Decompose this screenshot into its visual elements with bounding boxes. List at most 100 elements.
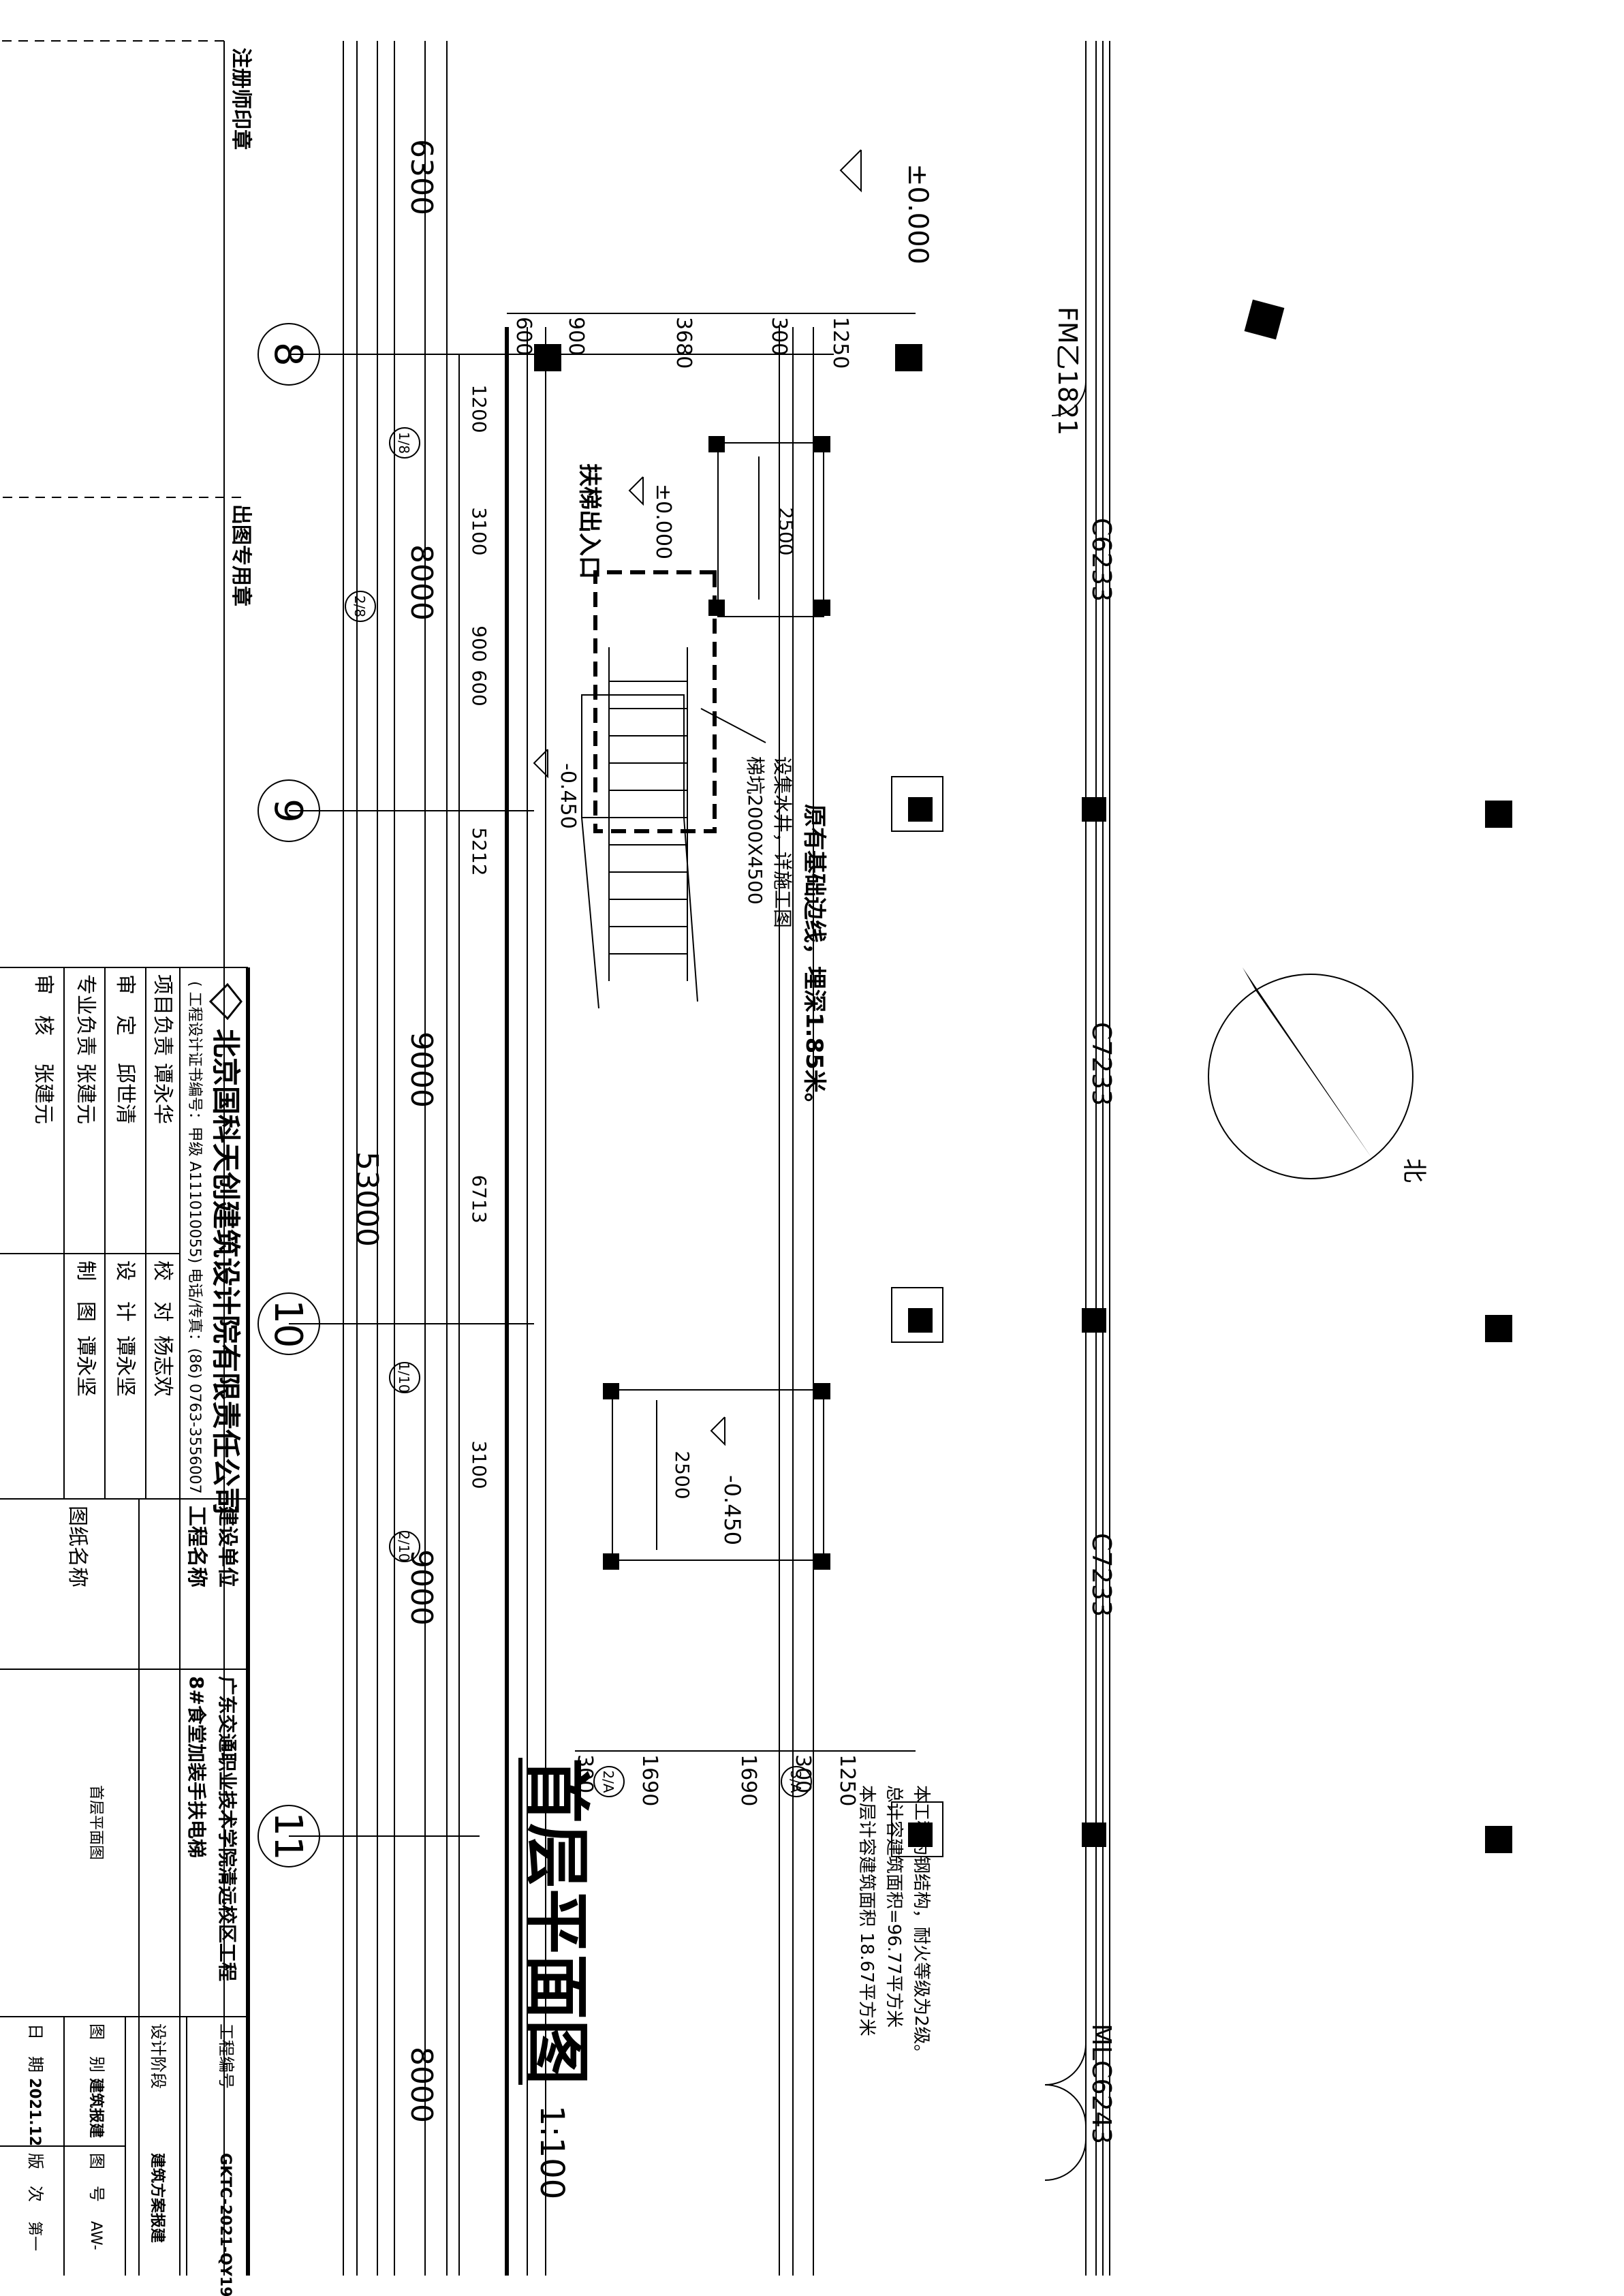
approve-label: 审 定 [113, 974, 137, 1036]
approve: 邱世清 [113, 1063, 137, 1124]
axis-10: 10 [257, 1292, 534, 1355]
review: 张建元 [31, 1063, 55, 1124]
axis-9: 9 [257, 779, 534, 842]
date: 2021.12 [26, 2078, 43, 2146]
level-marker-1: ±0.000 [839, 149, 933, 264]
review-label: 审 核 [31, 974, 55, 1036]
pit-outline [593, 570, 717, 833]
stage: 建筑方案报建 [149, 2153, 166, 2243]
date-label: 日 期 [26, 2023, 45, 2073]
level-2: ±0.000 [651, 484, 675, 559]
window-c7233-b-label: C7233 [1087, 1533, 1116, 1617]
axis-label-10: 10 [266, 1299, 310, 1348]
version: 第一 [26, 2221, 43, 2251]
sheet-name: 首层平面图 [87, 1785, 104, 1860]
discipline-label: 专业负责 [74, 974, 97, 1056]
axis-label-11: 11 [266, 1812, 310, 1860]
dim-bot-1690-b: 1690 [736, 1754, 760, 1806]
project-lead-label: 项目负责 [151, 974, 174, 1056]
foundation-label: 原有基础边线，埋深1.85米。 [800, 804, 828, 1116]
axis-11: 11 [257, 1805, 480, 1867]
dim-top-900: 900 [564, 317, 588, 356]
escalator-steps [608, 647, 688, 981]
dim-bot-300: 300 [573, 1754, 597, 1793]
registered-stamp-label: 注册师印章 [229, 48, 253, 150]
version-label: 版 次 [26, 2153, 45, 2202]
axis-label-8: 8 [266, 342, 310, 367]
dim-top-1250: 1250 [828, 317, 852, 369]
note-3: 本工程为钢结构，耐火等级为2级。 [911, 1785, 931, 2062]
sheet-no: AW- [87, 2221, 104, 2250]
pit-note-label: 设集水井，详施工图 [771, 756, 794, 928]
sub-axis-1-8: 1/8 [396, 432, 412, 454]
level-marker-4: -0.450 [710, 1416, 745, 1545]
stage-label: 设计阶段 [149, 2023, 168, 2089]
dim-col-3100-a: 3100 [468, 507, 490, 555]
pit-dim-upper: 2500 [775, 507, 797, 555]
sub-axis-1-10: 1/10 [396, 1363, 412, 1393]
escalator-entry-label: 扶梯出入口 [576, 463, 603, 579]
sub-axis-3-A: 3/A [787, 1770, 804, 1793]
dim-axis-8000-b: 8000 [404, 2047, 439, 2123]
check-label: 校 对 [151, 1260, 174, 1322]
client: 广东交通职业技术学院清远校区工程 [216, 1676, 238, 1981]
dim-col-900: 900 [468, 625, 490, 662]
draw-label: 制 图 [74, 1260, 97, 1322]
sheet-name-label: 图纸名称 [65, 1506, 89, 1587]
level-3: -0.450 [556, 763, 580, 829]
dim-axis-8000-a: 8000 [404, 544, 439, 621]
sub-axis-2-8: 2/8 [352, 595, 368, 617]
window-mlc-label: MLC6243 [1087, 2023, 1116, 2144]
axis-label-9: 9 [266, 798, 310, 823]
note-2: 总计容建筑面积=96.77平方米 [884, 1785, 904, 2028]
dim-bot-300-b: 300 [791, 1754, 815, 1793]
window-c7233-a-label: C7233 [1087, 1022, 1116, 1106]
note-1: 本层计容建筑面积 18.67平方米 [856, 1785, 877, 2036]
door-fm-label: FM乙1821 [1052, 307, 1082, 435]
draw: 谭永坚 [74, 1335, 97, 1397]
level-marker-3: -0.450 [533, 749, 580, 829]
drawing-stamp-label: 出图专用章 [229, 504, 253, 606]
dim-axis-6300: 6300 [404, 139, 439, 215]
category-label: 图 别 [87, 2023, 106, 2073]
pit-dim-lower: 2500 [671, 1450, 693, 1499]
check: 杨志欢 [151, 1335, 174, 1397]
discipline: 张建元 [74, 1063, 97, 1124]
dim-col-6713: 6713 [468, 1175, 490, 1223]
project-name: 8#食堂加装手扶电梯 [185, 1676, 208, 1858]
category: 建筑报建 [87, 2078, 105, 2138]
project-no-label: 工程编号 [217, 2023, 236, 2089]
client-label: 建设单位 [215, 1506, 239, 1587]
dim-bot-1690-a: 1690 [638, 1754, 661, 1806]
level-marker-2: ±0.000 [628, 476, 675, 559]
sub-axis-2-10: 2/10 [396, 1532, 412, 1562]
company-name: 北京国科天创建筑设计院有限责任公司 [209, 1029, 243, 1515]
dim-col-3100-b: 3100 [468, 1440, 490, 1489]
design: 谭永坚 [113, 1335, 137, 1397]
level-1: ±0.000 [902, 164, 933, 264]
sheet-no-label: 图 号 [87, 2153, 106, 2202]
window-c6233-label: C6233 [1087, 518, 1116, 602]
dim-col-1200: 1200 [468, 384, 490, 433]
pit-size-label: 梯坑2000X4500 [744, 756, 766, 905]
dim-total: 53000 [349, 1151, 384, 1247]
drawing-scale: 1:100 [533, 2105, 571, 2199]
dim-col-5212: 5212 [468, 827, 490, 875]
dim-axis-9000-b: 9000 [404, 1549, 439, 1626]
dim-top-3680: 3680 [672, 317, 696, 369]
project-lead: 谭永华 [151, 1063, 174, 1124]
dim-top-600: 600 [512, 317, 535, 356]
sub-axis-2-A: 2/A [600, 1770, 616, 1793]
dim-axis-9000-a: 9000 [404, 1031, 439, 1108]
north-label: 北 [1400, 1158, 1428, 1183]
dim-col-600: 600 [468, 670, 490, 706]
project-name-label: 工程名称 [185, 1506, 208, 1587]
dim-bot-1250: 1250 [835, 1754, 859, 1806]
level-4: -0.450 [719, 1475, 745, 1545]
design-label: 设 计 [113, 1260, 137, 1322]
rotated-drawing: 注册师印章 出图专用章 8 9 [0, 40, 1512, 2296]
drawing-title: 首层平面图 [518, 1758, 595, 2085]
north-arrow: 北 [1208, 967, 1428, 1183]
dim-top-300: 300 [767, 317, 791, 356]
